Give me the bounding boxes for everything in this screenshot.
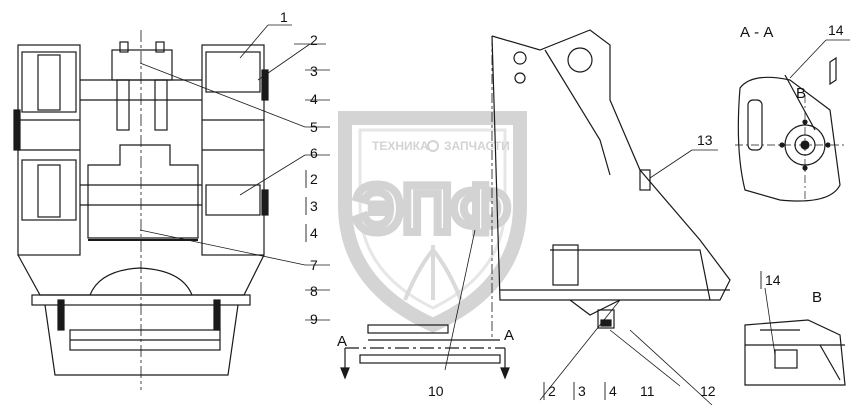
callout-4-bottom: 4: [609, 383, 617, 399]
top-center-block: [111, 49, 173, 81]
watermark-brand-left: ТЕХНИКА: [372, 139, 429, 153]
callout-2-boxed: 2: [310, 171, 318, 187]
detail-marker: В: [796, 85, 806, 102]
callout-4-boxed: 4: [310, 225, 318, 241]
watermark-logo-letters: ЭПФ: [354, 171, 509, 247]
watermark-wheat-icon: [403, 245, 463, 301]
callout-2-bottom: 2: [548, 383, 556, 399]
callout-12: 12: [700, 383, 716, 399]
callout-13: 13: [697, 132, 713, 148]
callout-3: 3: [310, 63, 318, 79]
cut-label-right: А: [504, 327, 514, 344]
callout-14-detail: 14: [765, 272, 781, 288]
callout-9: 9: [310, 311, 318, 327]
watermark: ТЕХНИКА ЗАПЧАСТИ ЭПФ: [338, 111, 527, 333]
section-view: [735, 56, 845, 202]
callout-6: 6: [310, 145, 318, 161]
callout-2: 2: [310, 32, 318, 48]
leader-lines: [139, 24, 850, 406]
callout-box-marks: [305, 170, 762, 400]
detail-view: [744, 319, 846, 386]
watermark-brand-right: ЗАПЧАСТИ: [444, 139, 510, 153]
callout-3-boxed: 3: [310, 198, 318, 214]
section-cut-line: [340, 347, 510, 380]
callout-1: 1: [280, 9, 288, 25]
callout-8: 8: [310, 283, 318, 299]
callout-7: 7: [310, 257, 318, 273]
callout-4: 4: [310, 91, 318, 107]
watermark-shield-inner: [358, 128, 507, 310]
callout-11: 11: [640, 383, 655, 399]
callout-3-bottom: 3: [578, 383, 586, 399]
base-bar: [359, 324, 501, 364]
side-view: [491, 29, 731, 340]
cut-label-left: А: [337, 333, 347, 350]
callout-14-section: 14: [828, 22, 844, 38]
section-view-title: А - А: [740, 24, 773, 41]
detail-view-title: В: [812, 289, 822, 306]
callout-10: 10: [428, 383, 444, 399]
side-frame: [491, 29, 731, 301]
front-view: [13, 30, 269, 390]
center-gearbox: [87, 144, 199, 239]
callout-5: 5: [310, 119, 318, 135]
watermark-gear-icon: [427, 140, 439, 152]
